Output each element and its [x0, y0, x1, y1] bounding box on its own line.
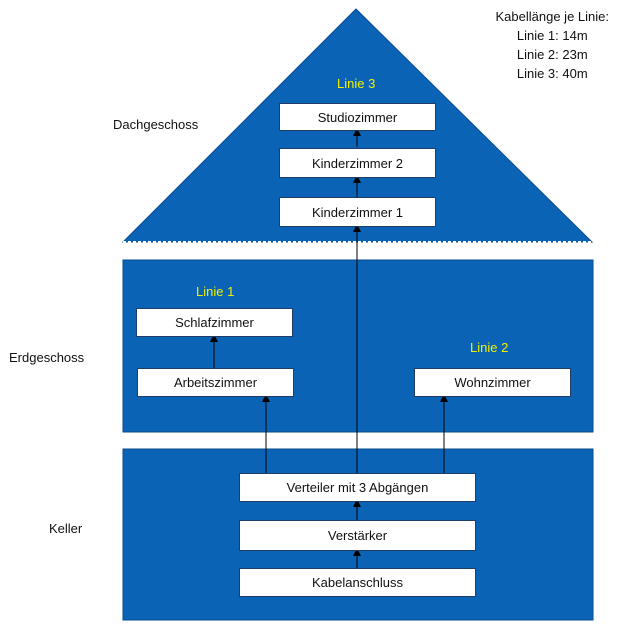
room-wohnzimmer: Wohnzimmer	[414, 368, 571, 397]
room-schlafzimmer: Schlafzimmer	[136, 308, 293, 337]
cable-length-line-2: Linie 2: 23m	[516, 47, 588, 62]
ground-floor-box	[122, 259, 594, 433]
verstaerker-box: Verstärker	[239, 520, 476, 551]
room-arbeitszimmer: Arbeitszimmer	[137, 368, 294, 397]
cable-length-line-3: Linie 3: 40m	[516, 66, 588, 81]
line-3-label: Linie 3	[337, 76, 376, 91]
kabelanschluss-box: Kabelanschluss	[239, 568, 476, 597]
cable-length-line-1: Linie 1: 14m	[516, 28, 588, 43]
cable-length-info: Kabellänge je Linie: Linie 1: 14m Linie …	[496, 7, 609, 83]
attic-label: Dachgeschoss	[113, 117, 199, 132]
verteiler-box: Verteiler mit 3 Abgängen	[239, 473, 476, 502]
cable-length-title: Kabellänge je Linie:	[495, 9, 609, 24]
room-studiozimmer: Studiozimmer	[279, 103, 436, 131]
room-kinderzimmer-1: Kinderzimmer 1	[279, 197, 436, 227]
line-2-label: Linie 2	[470, 340, 509, 355]
room-kinderzimmer-2: Kinderzimmer 2	[279, 148, 436, 178]
line-1-label: Linie 1	[196, 284, 235, 299]
basement-label: Keller	[49, 521, 83, 536]
ground-floor-label: Erdgeschoss	[9, 350, 85, 365]
